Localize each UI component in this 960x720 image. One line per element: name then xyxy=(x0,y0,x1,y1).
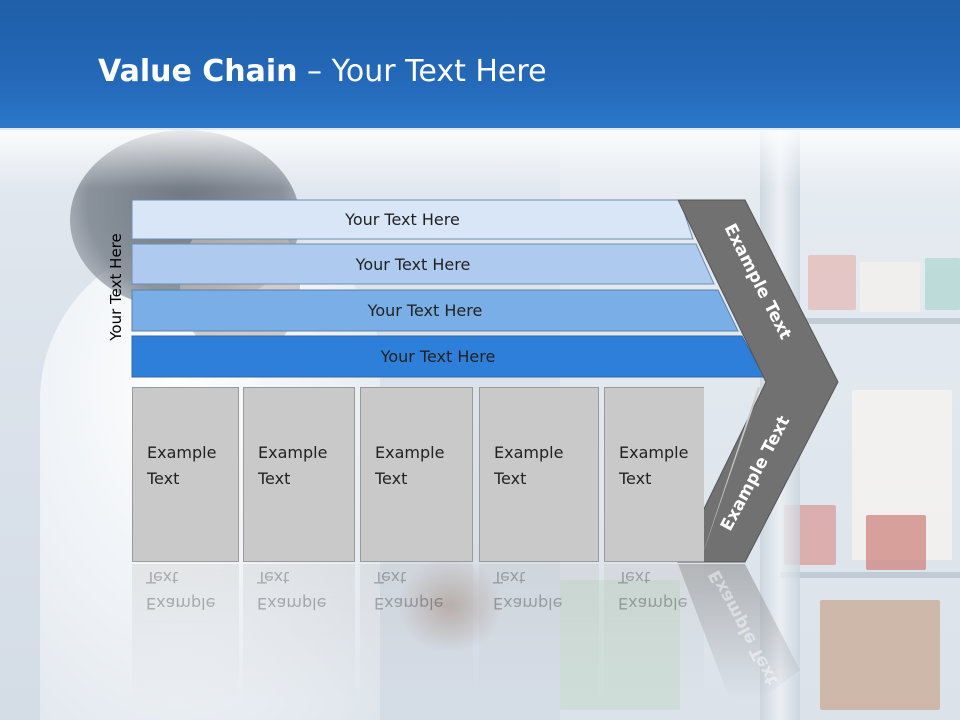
column-1-line1: Example xyxy=(147,443,217,462)
medicine-box xyxy=(860,262,920,312)
column-1-reflection: Example Text xyxy=(132,564,239,704)
column-3-line2: Text xyxy=(375,469,408,488)
column-4: Example Text xyxy=(479,387,599,562)
bar-1: Your Text Here xyxy=(132,200,693,239)
column-5-reflection-line2: Text xyxy=(618,568,651,587)
column-2-reflection-line2: Text xyxy=(257,568,290,587)
column-2-line1: Example xyxy=(258,443,328,462)
column-5: Example Text xyxy=(604,387,704,562)
column-4-reflection-line2: Text xyxy=(493,568,526,587)
page-title: Value Chain – Your Text Here xyxy=(98,54,547,89)
medicine-box xyxy=(808,255,856,310)
bar-1-label: Your Text Here xyxy=(345,210,460,229)
header-band xyxy=(0,0,960,130)
column-5-reflection: Example Text xyxy=(604,564,704,704)
title-rest: – Your Text Here xyxy=(297,54,547,89)
bar-shape-1 xyxy=(131,199,694,240)
column-1-reflection-line1: Example xyxy=(146,594,216,613)
chevron-reflection xyxy=(678,564,800,700)
shelf-divider xyxy=(780,318,960,324)
column-4-reflection: Example Text xyxy=(479,564,599,704)
bar-4-label: Your Text Here xyxy=(380,347,496,366)
medicine-box xyxy=(925,258,960,310)
bar-2-label: Your Text Here xyxy=(355,255,471,274)
header-fade xyxy=(0,128,960,188)
bar-2: Your Text Here xyxy=(132,245,714,284)
column-4-reflection-line1: Example xyxy=(493,594,563,613)
column-5-line2: Text xyxy=(619,469,652,488)
medicine-box xyxy=(820,600,940,710)
bar-3: Your Text Here xyxy=(132,291,738,330)
column-3-reflection: Example Text xyxy=(360,564,473,704)
column-5-arrow-tip xyxy=(700,387,760,562)
bar-4: Your Text Here xyxy=(132,337,764,376)
shelf-divider xyxy=(780,572,960,578)
column-2-line2: Text xyxy=(258,469,291,488)
column-3: Example Text xyxy=(360,387,473,562)
column-2-reflection: Example Text xyxy=(243,564,355,704)
bar-shape-3 xyxy=(131,289,739,332)
title-bold: Value Chain xyxy=(98,54,298,89)
column-1-line2: Text xyxy=(147,469,180,488)
bar-3-label: Your Text Here xyxy=(367,301,483,320)
column-4-line1: Example xyxy=(494,443,564,462)
medicine-box xyxy=(560,580,680,710)
column-5-line1: Example xyxy=(619,443,689,462)
column-1-reflection-line2: Text xyxy=(146,568,179,587)
column-3-line1: Example xyxy=(375,443,445,462)
person-hand xyxy=(400,560,500,650)
chevron-upper-text: Example Text xyxy=(720,221,796,343)
column-1: Example Text xyxy=(132,387,239,562)
chevron-lower-text: Example Text xyxy=(717,413,794,535)
column-2-reflection-line1: Example xyxy=(257,594,327,613)
bar-shape-2 xyxy=(131,243,715,285)
column-4-line2: Text xyxy=(494,469,527,488)
column-3-reflection-line2: Text xyxy=(374,568,407,587)
column-2: Example Text xyxy=(243,387,355,562)
medicine-box xyxy=(866,515,926,570)
column-5-reflection-line1: Example xyxy=(618,594,688,613)
column-3-reflection-line1: Example xyxy=(374,594,444,613)
chevron-text-reflection: Example Text xyxy=(705,567,782,689)
chevron-arrow xyxy=(677,199,839,563)
